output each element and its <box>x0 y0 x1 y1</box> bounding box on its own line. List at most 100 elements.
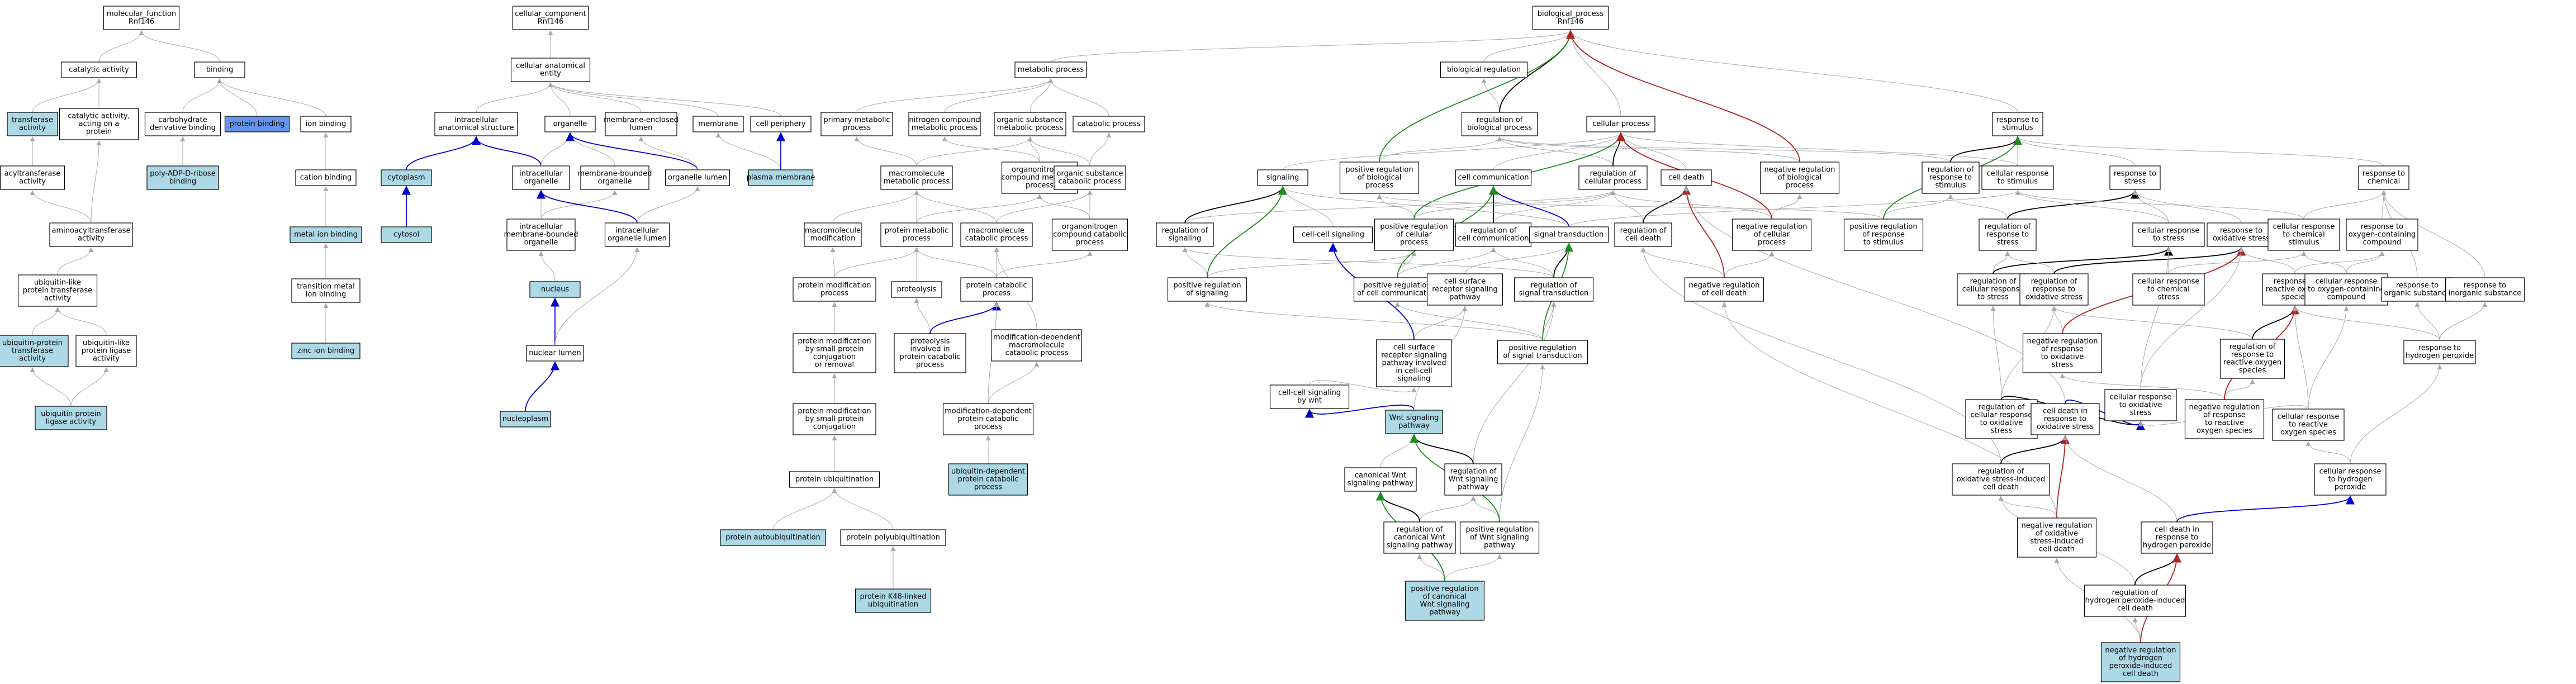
go-term-node[interactable]: protein ubiquitination <box>789 471 880 488</box>
go-term-node[interactable]: cell communication <box>1455 169 1532 186</box>
go-term-node[interactable]: proteolysis <box>891 281 942 298</box>
go-term-node[interactable]: catalytic activity <box>60 61 137 78</box>
go-term-node[interactable]: nuclear lumen <box>526 345 584 362</box>
go-term-node[interactable]: cell-cell signaling <box>1293 226 1373 243</box>
go-term-node[interactable]: catabolic process <box>1073 116 1145 132</box>
go-term-node[interactable]: cell death <box>1661 169 1712 186</box>
go-term-node[interactable]: signaling <box>1257 169 1308 186</box>
go-term-node[interactable]: cell periphery <box>750 116 812 132</box>
go-term-node[interactable]: modification-dependentmacromoleculecatab… <box>991 329 1083 362</box>
go-term-node[interactable]: metabolic process <box>1014 61 1087 78</box>
go-term-node[interactable]: signal transduction <box>1529 226 1609 243</box>
go-term-node[interactable]: cytosol <box>381 226 432 243</box>
go-term-node[interactable]: cation binding <box>295 169 357 186</box>
go-term-node[interactable]: membrane <box>692 116 744 132</box>
go-term-node[interactable]: protein binding <box>224 116 290 132</box>
go-term-node[interactable]: binding <box>194 61 245 78</box>
go-term-node[interactable]: organelle <box>544 116 596 132</box>
go-term-node[interactable]: plasma membrane <box>747 169 815 186</box>
go-term-node[interactable]: cellular process <box>1586 116 1655 132</box>
go-term-node[interactable]: protein polyubiquitination <box>840 529 946 546</box>
